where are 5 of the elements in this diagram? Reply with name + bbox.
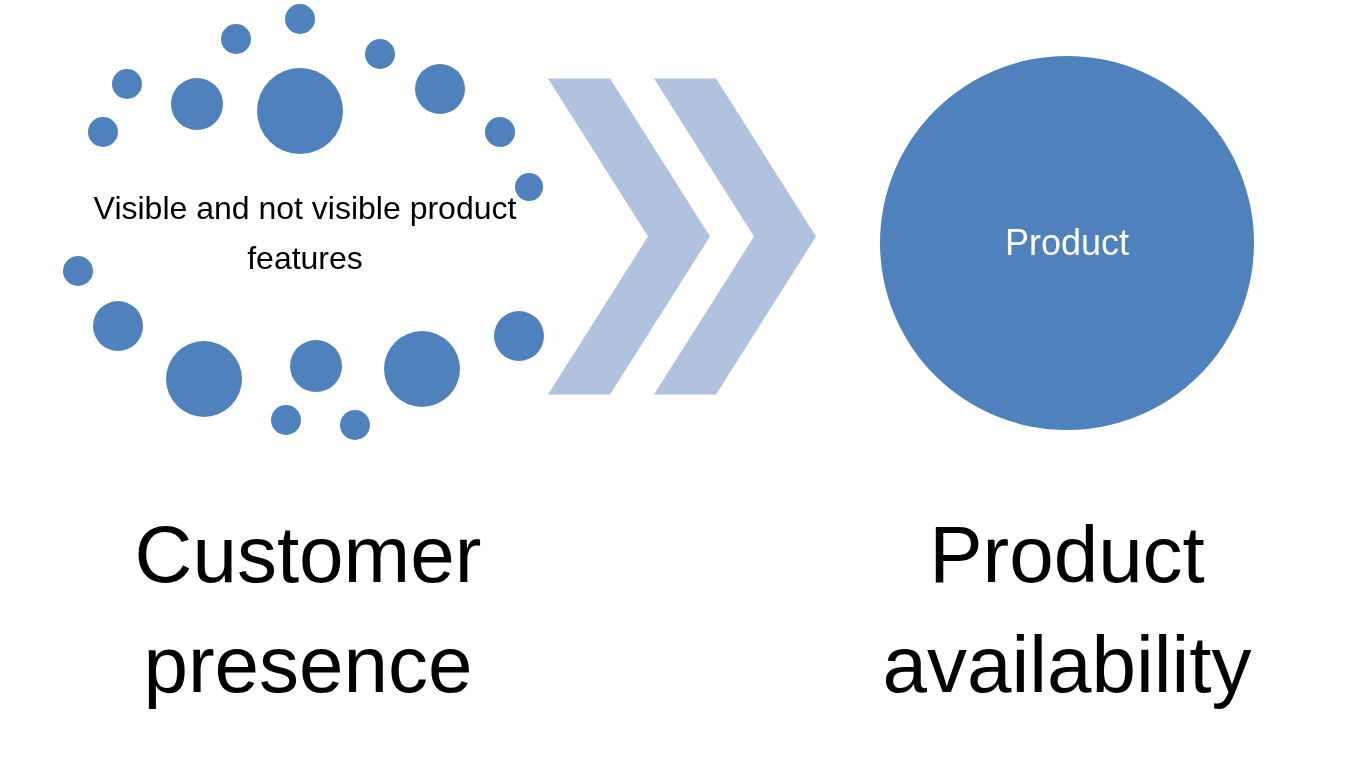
caption-text: Customer presence [133,509,483,711]
node-text: Product [1003,221,1131,265]
caption-text: Product availability [881,509,1253,711]
chevron-arrow [548,78,816,395]
node-text: Visible and not visible product features [92,189,518,278]
